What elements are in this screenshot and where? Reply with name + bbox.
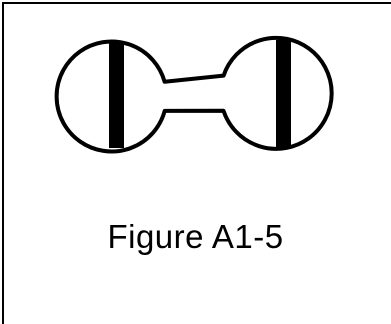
figure-caption: Figure A1-5 — [107, 218, 284, 255]
left-bar — [109, 42, 124, 148]
right-bar — [276, 40, 291, 148]
